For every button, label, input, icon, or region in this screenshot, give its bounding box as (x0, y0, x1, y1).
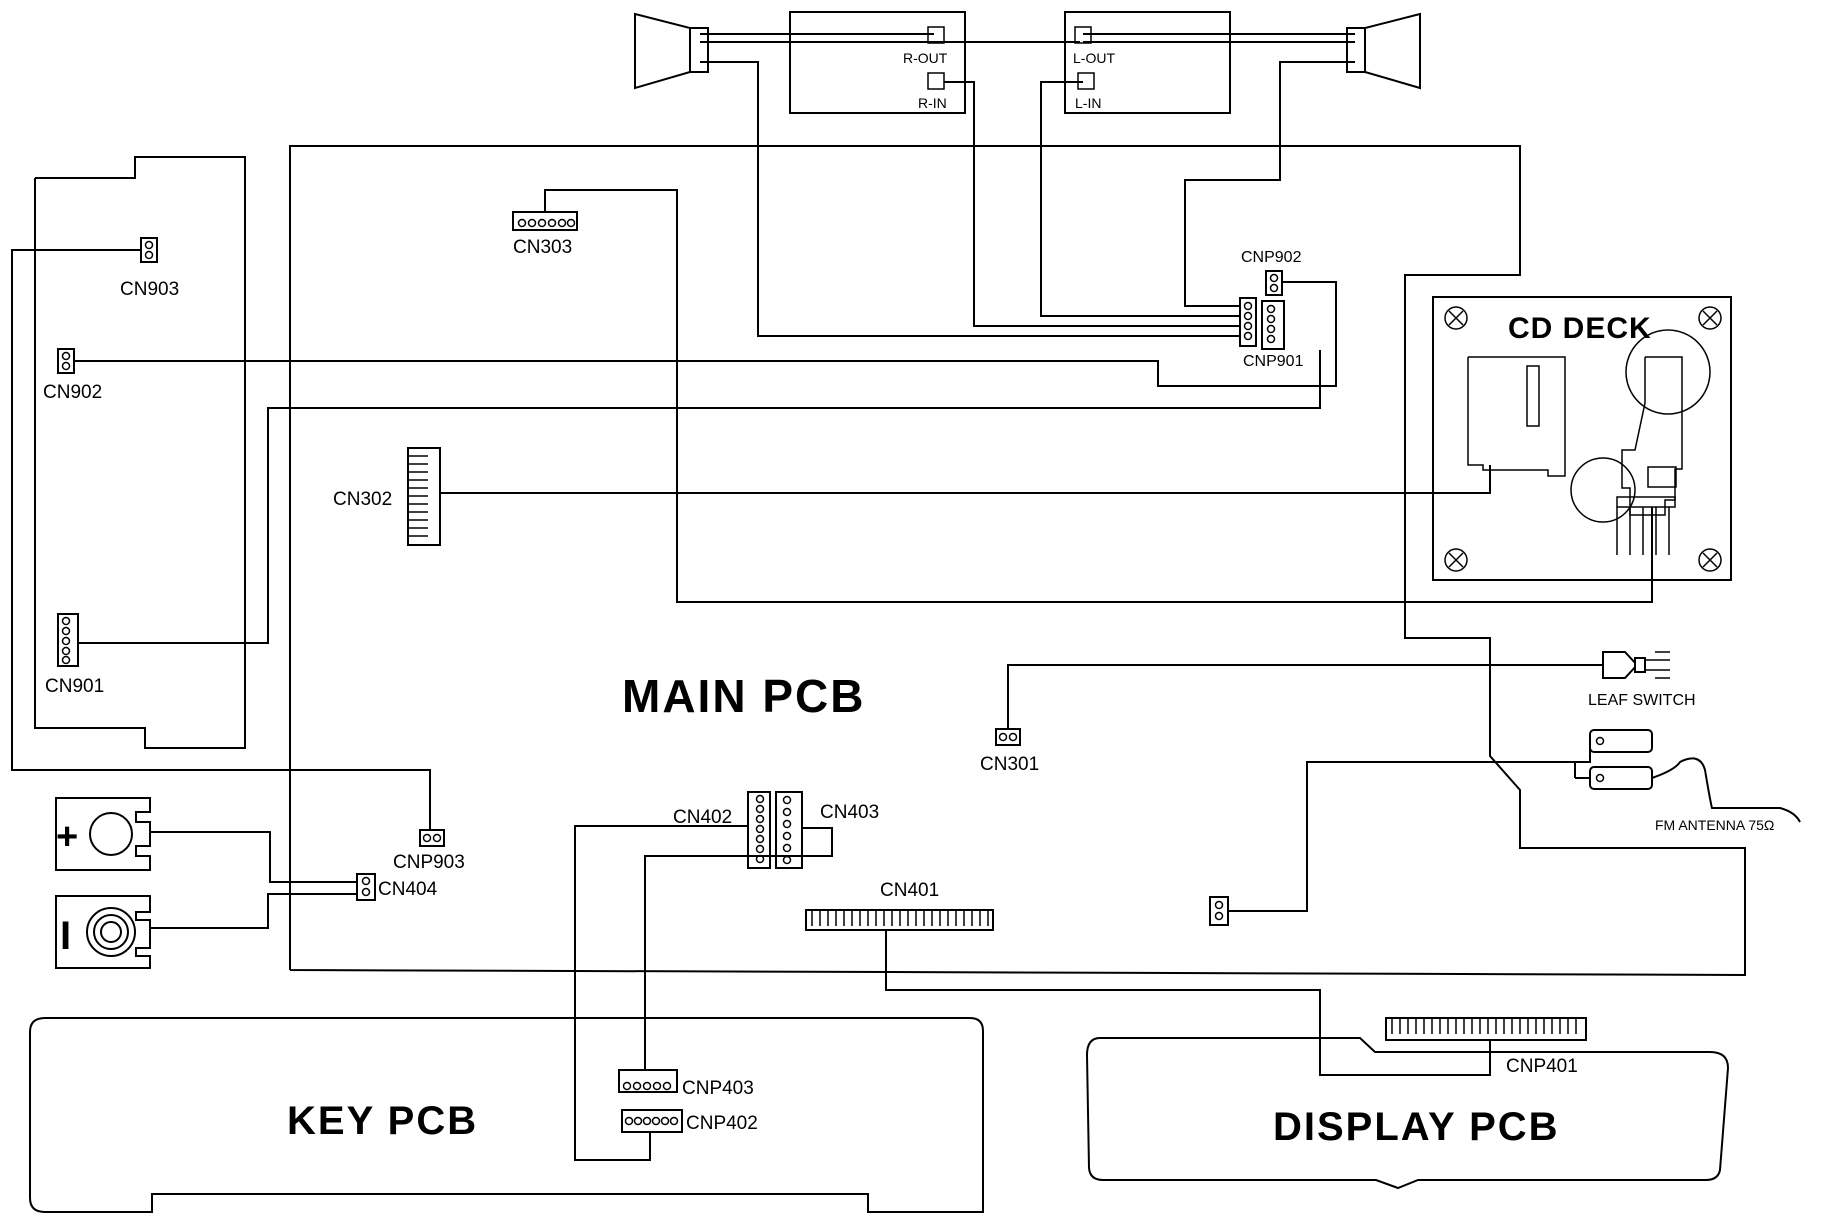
cd-deck (1432, 296, 1732, 581)
cnp903-connector (419, 829, 445, 847)
cn404-label: CN404 (378, 879, 438, 900)
cn401-label: CN401 (880, 880, 939, 901)
cnp403-label: CNP403 (682, 1078, 754, 1099)
cn902-connector (57, 348, 75, 374)
cn301-connector (995, 728, 1021, 746)
speaker-right-icon (634, 12, 709, 90)
plus-symbol: + (56, 816, 78, 858)
cn903-connector (140, 237, 158, 263)
antenna-connector (1209, 896, 1229, 926)
fm-antenna-icon (1589, 729, 1801, 823)
cnp403-connector (618, 1069, 678, 1093)
cnp402-connector (621, 1109, 683, 1133)
cnp902-connector (1265, 270, 1283, 296)
cn401-connector (805, 909, 994, 931)
key-pcb-outline (29, 1017, 984, 1213)
minus-terminal-icon (55, 895, 151, 969)
cn404-connector (356, 873, 376, 901)
cn303-connector (512, 211, 578, 231)
cn903-label: CN903 (120, 279, 179, 300)
cnp401-label: CNP401 (1506, 1056, 1578, 1077)
cnp901-connector (1239, 297, 1285, 350)
cn402-connector (747, 791, 771, 869)
cd-deck-label: CD DECK (1508, 312, 1652, 345)
cn901-connector (57, 613, 79, 667)
cn302-connector (407, 447, 441, 546)
cn301-label: CN301 (980, 754, 1039, 775)
fm-antenna-label: FM ANTENNA 75Ω (1655, 817, 1774, 833)
cnp903-label: CNP903 (393, 852, 465, 873)
cn403-label: CN403 (820, 802, 879, 823)
cnp902-label: CNP902 (1241, 249, 1302, 266)
main-pcb-outline (289, 145, 1746, 977)
plus-terminal-icon (55, 797, 151, 871)
power-board-outline (34, 156, 246, 749)
amp-module-left (1064, 11, 1231, 114)
display-pcb-outline (1085, 1037, 1730, 1190)
leaf-switch-label: LEAF SWITCH (1588, 692, 1696, 709)
cn901-label: CN901 (45, 676, 104, 697)
amp-r-out-label: R-OUT (903, 50, 948, 66)
amp-l-out-label: L-OUT (1073, 50, 1115, 66)
main-pcb-label: MAIN PCB (622, 670, 865, 722)
cn303-label: CN303 (513, 237, 572, 258)
cn402-label: CN402 (673, 807, 732, 828)
cnp901-label: CNP901 (1243, 353, 1304, 370)
cn902-label: CN902 (43, 382, 102, 403)
cn302-label: CN302 (333, 489, 392, 510)
leaf-switch-icon (1602, 651, 1670, 679)
minus-symbol: I (60, 914, 71, 958)
cnp402-label: CNP402 (686, 1113, 758, 1134)
key-pcb-label: KEY PCB (287, 1099, 478, 1143)
amp-l-in-label: L-IN (1075, 95, 1101, 111)
cnp401-connector (1385, 1017, 1587, 1041)
display-pcb-label: DISPLAY PCB (1273, 1105, 1560, 1149)
speaker-left-icon (1346, 12, 1421, 90)
amp-r-in-label: R-IN (918, 95, 947, 111)
